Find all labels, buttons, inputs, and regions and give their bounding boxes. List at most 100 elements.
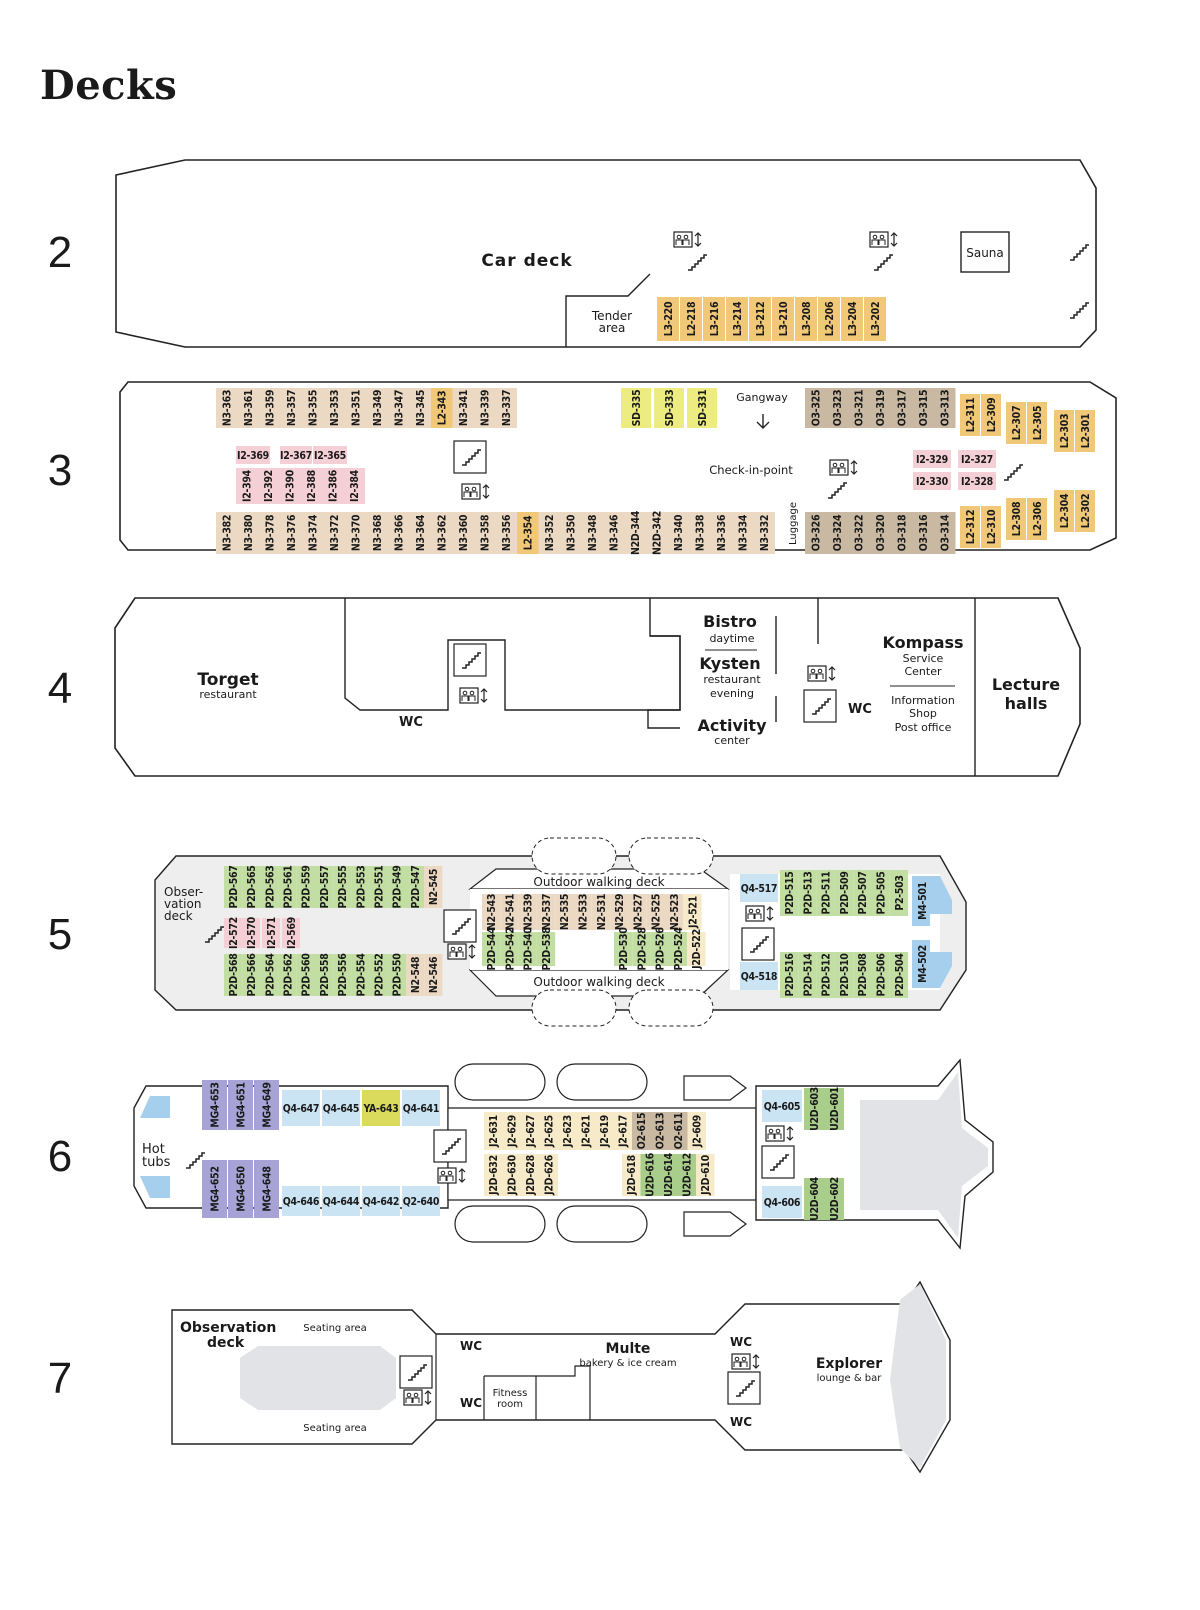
cabin-label: P2D-549	[392, 865, 404, 908]
torget-label: Torget	[197, 670, 258, 690]
cabin-o3-326	[805, 512, 827, 554]
cabin-i2-394	[236, 468, 258, 504]
cabin-p2d-507	[853, 870, 872, 916]
bistro-sub-label: daytime	[709, 632, 754, 645]
cabin-label: P2D-552	[374, 953, 386, 996]
bistro-wall	[647, 635, 681, 729]
cabin-label: MG4-652	[209, 1166, 221, 1211]
deck-number-5: 5	[47, 910, 73, 959]
cabin-sd-331	[687, 388, 717, 428]
elevator-icon	[673, 231, 702, 248]
cabin-q4-606	[762, 1186, 802, 1218]
cabin-j2d-610	[696, 1154, 715, 1196]
cabin-label: I2-570	[246, 916, 258, 949]
cabin-n3-355	[302, 388, 324, 428]
cabin-p2d-509	[834, 870, 854, 916]
stairs-icon	[462, 652, 481, 669]
cabin-n3-338	[689, 512, 711, 554]
cabin-n2d-344	[624, 512, 646, 554]
cabin-p2d-557	[315, 866, 334, 908]
cabin-l2-302	[1075, 490, 1095, 532]
wc-label-c: WC	[730, 1335, 752, 1349]
cabin-p2d-551	[369, 866, 388, 908]
lifeboat-6	[556, 1063, 648, 1101]
cabin-i2-365	[313, 446, 347, 464]
cabin-label: P2D-562	[283, 953, 295, 996]
cabin-label: N3-372	[329, 515, 341, 551]
cabin-label: N2-535	[559, 894, 571, 930]
cabin-n3-378	[259, 512, 281, 554]
cabin-label: Q4-606	[764, 1197, 801, 1209]
stairs-icon	[770, 1154, 789, 1171]
cabin-n2-533	[573, 894, 592, 930]
cabin-n3-382	[216, 512, 238, 554]
kompass-sub-label-1: Service	[903, 652, 944, 665]
cabin-label: J2D-522	[691, 929, 703, 970]
stairs-icon	[874, 254, 893, 271]
deck-4-hull	[114, 597, 1081, 777]
cabin-j2d-618	[622, 1154, 641, 1196]
cabin-label: U2D-603	[809, 1087, 821, 1131]
cabin-label: J2-625	[544, 1115, 556, 1148]
seating-area-top: Seating area	[303, 1323, 367, 1334]
hot-tubs-label-1: Hot	[142, 1142, 165, 1157]
cabin-n3-359	[259, 388, 281, 428]
cabin-label: YA-643	[363, 1103, 399, 1115]
cabin-l2-354	[517, 512, 539, 554]
cabin-n3-349	[366, 388, 388, 428]
cabin-p2d-538	[536, 932, 556, 966]
cabin-i2-388	[300, 468, 322, 504]
cabin-n3-332	[753, 512, 775, 554]
cabin-label: N3-362	[437, 515, 449, 551]
cabin-o3-318	[891, 512, 913, 554]
cabin-n3-360	[452, 512, 474, 554]
cabin-n3-341	[452, 388, 474, 428]
stairs-icon	[205, 926, 224, 943]
cabin-label: Q4-645	[323, 1103, 359, 1115]
cabin-label: N3-352	[544, 515, 556, 551]
cabin-label: J2D-628	[525, 1155, 537, 1196]
elevator-icon	[829, 459, 858, 476]
deck-7-outline	[171, 1280, 951, 1474]
cabin-i2-386	[322, 468, 344, 504]
cabin-label: I2-569	[286, 917, 298, 949]
cabin-i2-570	[242, 918, 260, 948]
cabin-label: N3-370	[351, 514, 363, 551]
cabin-o3-316	[912, 512, 934, 554]
cabin-p2d-560	[296, 954, 315, 996]
cabin-label: N3-332	[759, 515, 771, 551]
stairs-icon	[186, 1152, 205, 1169]
cabin-label: O3-322	[854, 515, 866, 551]
cabin-mg4-650	[228, 1160, 253, 1218]
cabin-label: L3-208	[801, 302, 813, 336]
cabin-u2d-616	[640, 1154, 659, 1196]
cabin-label: L2-312	[965, 510, 977, 544]
cabin-p2d-515	[780, 870, 799, 916]
multe-sub-label: bakery & ice cream	[579, 1358, 676, 1369]
cabin-label: P2D-504	[894, 953, 906, 997]
stairwell	[803, 689, 837, 723]
cabin-mg4-648	[254, 1160, 279, 1218]
cabin-p2d-556	[333, 954, 352, 996]
cabin-q4-645	[322, 1090, 360, 1126]
cabin-p2d-524	[668, 932, 688, 966]
stairwell	[443, 909, 477, 943]
bistro-label: Bistro	[703, 612, 757, 631]
cabin-label: J2-629	[507, 1115, 519, 1148]
elevator-icon	[731, 1353, 760, 1370]
cabin-n3-339	[474, 388, 496, 428]
stairwell	[399, 1355, 433, 1389]
wc-label-b: WC	[460, 1396, 482, 1410]
cabin-q4-646	[282, 1186, 320, 1216]
cabin-p2d-506	[871, 952, 890, 998]
cabin-p2d-553	[351, 866, 370, 908]
cabin-l2-307	[1006, 402, 1026, 444]
cabin-p2d-559	[296, 866, 315, 908]
cabin-mg4-651	[228, 1080, 253, 1130]
kompass-sub-label-2: Center	[904, 665, 942, 678]
cabin-n3-358	[474, 512, 496, 554]
cabin-label: SD-335	[631, 390, 643, 427]
luggage-label: Luggage	[788, 502, 799, 545]
cabin-label: Q4-647	[283, 1103, 319, 1115]
cabin-n2-548	[406, 954, 425, 996]
